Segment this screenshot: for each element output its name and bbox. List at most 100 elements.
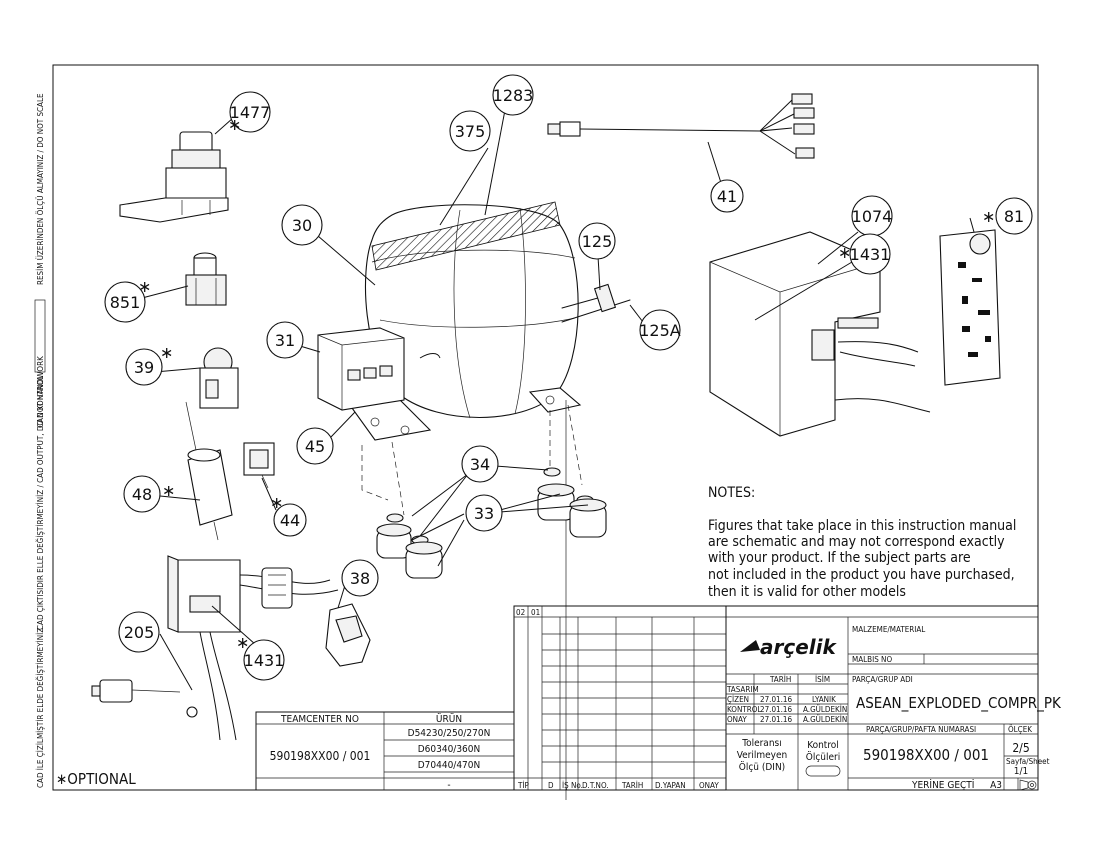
part-39-illustration bbox=[199, 347, 239, 409]
part-48-illustration bbox=[185, 401, 233, 541]
svg-text:∗: ∗ bbox=[982, 207, 995, 226]
cad-kontrol-box bbox=[34, 299, 46, 373]
product-1: D54230/250/270N bbox=[408, 728, 491, 739]
notes-block: NOTES: Figures that take place in this i… bbox=[708, 485, 1016, 600]
parca-label: PARÇA/GRUP ADI bbox=[852, 675, 913, 684]
svg-text:1431: 1431 bbox=[850, 245, 891, 264]
sign-role-1: TASARIM bbox=[726, 685, 759, 694]
optional-label: ∗OPTIONAL bbox=[56, 770, 136, 788]
callout-1431-top: 1431∗ bbox=[838, 233, 891, 275]
svg-text:851: 851 bbox=[110, 293, 141, 312]
kontrol-line-2: Ölçüleri bbox=[806, 750, 840, 763]
sayfa-label: Sayfa/Sheet bbox=[1006, 757, 1050, 766]
side-note-cad-kontrol: CAD KONTROL bbox=[36, 376, 45, 428]
side-note-do-not-scale: RESİM ÜZERİNDEN ÖLÇÜ ALMAYINIZ / DO NOT … bbox=[35, 93, 45, 285]
callout-33: 33 bbox=[465, 494, 503, 532]
tolerans-line-2: Verilmeyen bbox=[737, 750, 787, 761]
callout-1477: 1477∗ bbox=[228, 91, 271, 134]
tarih-header: TARİH bbox=[769, 674, 791, 684]
arcelik-logo: arçelik bbox=[740, 635, 837, 659]
sign-date-3: 27.01.16 bbox=[760, 705, 792, 714]
notes-line-2: are schematic and may not correspond exa… bbox=[708, 534, 1005, 550]
sign-name-2: LYANIK bbox=[812, 695, 836, 704]
callout-375: 375 bbox=[449, 110, 491, 152]
sign-role-2: ÇİZEN bbox=[727, 694, 749, 704]
svg-text:∗: ∗ bbox=[138, 277, 151, 296]
malbis-label: MALBIS NO bbox=[852, 655, 892, 664]
callout-38: 38 bbox=[341, 559, 379, 597]
pafta-number: 590198XX00 / 001 bbox=[863, 746, 989, 764]
part-31-illustration bbox=[317, 327, 405, 411]
revision-col-02: 02 bbox=[516, 608, 525, 617]
part-205-illustration bbox=[91, 555, 339, 741]
sign-date-2: 27.01.16 bbox=[760, 695, 792, 704]
product-table: TEAMCENTER NO ÜRÜN 590198XX00 / 001 D542… bbox=[255, 711, 515, 791]
isim-header: İSİM bbox=[815, 674, 830, 684]
sayfa-value: 1/1 bbox=[1014, 766, 1028, 777]
callout-44: 44∗ bbox=[270, 493, 307, 537]
callout-1074: 1074 bbox=[851, 195, 893, 237]
side-notes: RESİM ÜZERİNDEN ÖLÇÜ ALMAYINIZ / DO NOT … bbox=[34, 93, 46, 788]
part-41-cable-illustration bbox=[547, 93, 815, 159]
compressor-illustration bbox=[351, 201, 631, 441]
svg-text:34: 34 bbox=[470, 455, 490, 474]
notes-line-3: with your product. If the subject parts … bbox=[708, 550, 971, 566]
callout-851: 851∗ bbox=[104, 277, 151, 323]
svg-text:205: 205 bbox=[124, 623, 155, 642]
svg-text:125: 125 bbox=[582, 232, 613, 251]
product-dash: - bbox=[447, 780, 450, 791]
callout-41: 41 bbox=[710, 179, 744, 213]
svg-text:1477: 1477 bbox=[230, 103, 271, 122]
parca-name: ASEAN_EXPLODED_COMPR_PK bbox=[856, 694, 1062, 713]
revision-col-01: 01 bbox=[531, 608, 540, 617]
part-81-pcb-illustration bbox=[939, 229, 1001, 386]
callout-1283: 1283 bbox=[492, 74, 534, 116]
notes-line-1: Figures that take place in this instruct… bbox=[708, 518, 1016, 534]
svg-text:∗: ∗ bbox=[270, 493, 283, 512]
notes-line-4: not included in the product you have pur… bbox=[708, 567, 1015, 583]
callouts: 1477∗ 1283 375 30 125 125A 41 1074 81∗ 1… bbox=[104, 74, 1033, 681]
side-note-cad-ile: CAD İLE ÇİZİLMİŞTİR ELDE DEĞİŞTİRMEYİNİZ bbox=[34, 628, 45, 788]
svg-text:30: 30 bbox=[292, 216, 312, 235]
tolerans-line-1: Toleransı bbox=[741, 738, 781, 749]
kontrol-line-1: Kontrol bbox=[807, 740, 839, 751]
rev-footer-is-no: İŞ No. bbox=[562, 780, 583, 790]
olcek-label: ÖLÇEK bbox=[1008, 724, 1032, 734]
title-block: arçelik TARİH İSİM TASARIM ÇİZEN 27.01.1… bbox=[725, 606, 1062, 791]
rev-footer-dtno: D.T.NO. bbox=[582, 781, 609, 790]
kontrol-oval bbox=[805, 765, 841, 777]
mounting-guide-lines bbox=[361, 400, 583, 800]
svg-text:∗: ∗ bbox=[236, 633, 249, 652]
callout-39: 39∗ bbox=[125, 343, 173, 386]
svg-text:38: 38 bbox=[350, 569, 370, 588]
leader-lines bbox=[141, 109, 975, 691]
malzeme-label: MALZEME/MATERIAL bbox=[852, 625, 925, 634]
part-1477-illustration bbox=[119, 131, 229, 223]
callout-30: 30 bbox=[281, 204, 323, 246]
arcelik-logo-text: arçelik bbox=[760, 635, 837, 659]
rev-footer-tarih: TARİH bbox=[621, 780, 643, 790]
svg-text:31: 31 bbox=[275, 331, 295, 350]
side-note-cad-output: CAD ÇIKTISIDIR ELLE DEĞİŞTİRMEYİNİZ / CA… bbox=[34, 356, 45, 630]
sign-role-3: KONTROL bbox=[727, 705, 761, 714]
product-2: D60340/360N bbox=[418, 744, 480, 755]
callout-45: 45 bbox=[296, 427, 334, 465]
yerine-gecti: YERİNE GEÇTİ bbox=[911, 778, 974, 791]
callout-48: 48∗ bbox=[123, 475, 175, 513]
callout-31: 31 bbox=[266, 321, 304, 359]
pafta-label: PARÇA/GRUP/PAFTA NUMARASI bbox=[866, 725, 976, 734]
revision-table: 02 01 TİP D İŞ No. D.T.NO. TARİH D.YAPAN… bbox=[513, 605, 1039, 791]
part-44-illustration bbox=[243, 442, 275, 489]
svg-text:1074: 1074 bbox=[852, 207, 893, 226]
sign-name-4: A.GÜLDEKİN bbox=[803, 714, 847, 724]
callout-205: 205 bbox=[118, 611, 160, 653]
rev-footer-d: D bbox=[548, 781, 554, 790]
svg-text:∗: ∗ bbox=[228, 115, 241, 134]
compressor-label-hatch bbox=[371, 201, 561, 271]
product-3: D70440/470N bbox=[418, 760, 480, 771]
svg-text:33: 33 bbox=[474, 504, 494, 523]
svg-text:48: 48 bbox=[132, 485, 152, 504]
svg-text:1431: 1431 bbox=[244, 651, 285, 670]
callout-125: 125 bbox=[578, 222, 616, 260]
